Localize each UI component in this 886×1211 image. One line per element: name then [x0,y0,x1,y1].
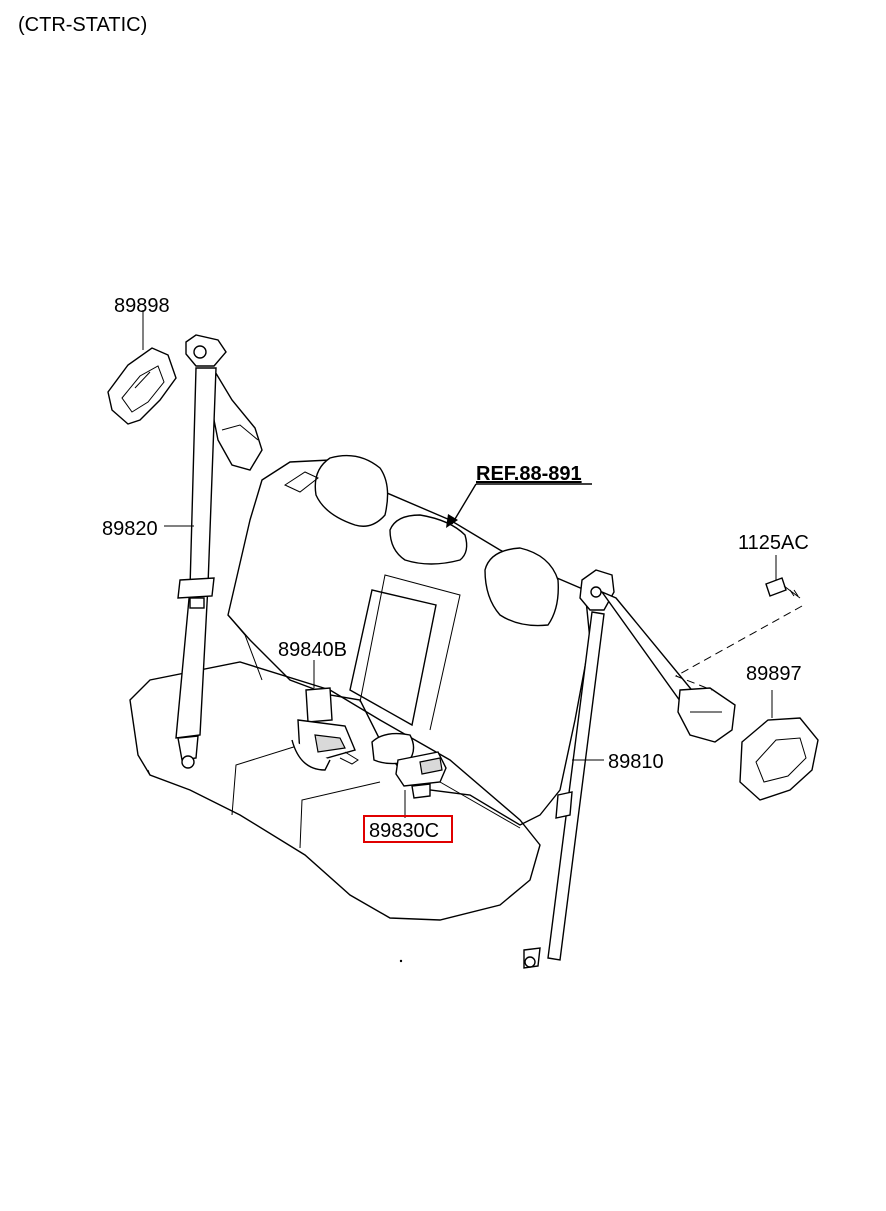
part-89897-cover [739,690,819,801]
seat-back [227,454,591,826]
part-89840B-latch [291,660,359,771]
ref-label: REF.88-891 [476,463,582,485]
label-89898: 89898 [114,295,170,317]
stray-dot [399,959,403,963]
part-89820-belt [164,334,263,769]
part-89898-cover [107,310,177,425]
part-1125AC-bolt [674,555,803,691]
diagram-variant-label: (CTR-STATIC) [18,14,148,36]
label-89830C[interactable]: 89830C [369,820,439,842]
label-89897: 89897 [746,663,802,685]
part-89810-belt [523,569,736,969]
part-89830C-buckle [371,732,521,829]
label-1125AC: 1125AC [738,532,809,554]
label-89840B: 89840B [278,639,347,661]
label-89820: 89820 [102,518,158,540]
label-89810: 89810 [608,751,664,773]
ref-leader [446,483,592,528]
highlight-box [363,815,453,843]
